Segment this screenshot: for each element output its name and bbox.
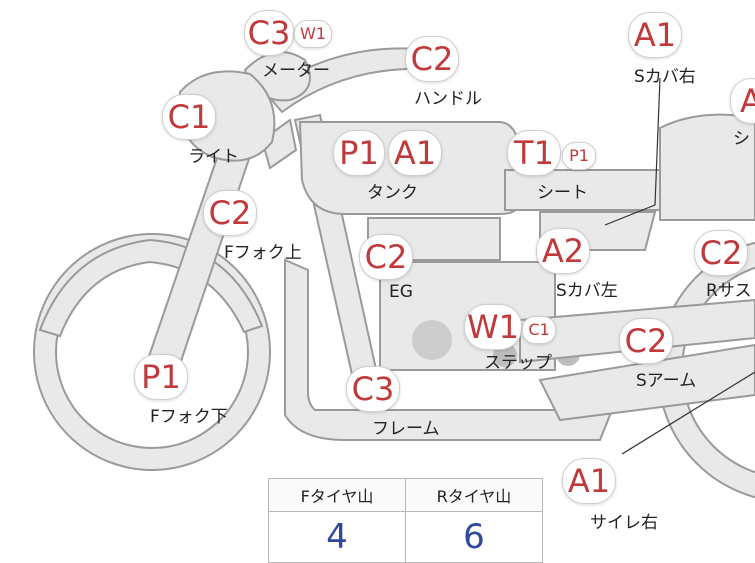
meter-label: メーター [262,61,330,81]
tank-code-1-badge: P1 [333,130,385,176]
s-cover-right-label: Sカバ右 [634,67,696,87]
s-arm-label: Sアーム [636,371,697,391]
step-sub-badge: C1 [522,316,556,344]
s-cover-left-label: Sカバ左 [556,281,618,301]
f-fork-upper-code-badge: C2 [203,190,257,236]
seat-sub-badge: P1 [562,142,596,170]
seat-code-badge: T1 [507,130,561,176]
light-label: ライト [188,147,239,167]
frame-label: フレーム [372,419,440,439]
silencer-right-code-badge: A1 [562,458,616,504]
engine-cover-circle [412,320,452,360]
r-sus-label: Rサス [706,281,752,301]
meter-code-badge: C3 [244,10,294,56]
step-code-badge: W1 [464,304,522,350]
s-cover-right-code-badge: A1 [628,12,682,58]
meter-sub-badge: W1 [294,20,332,48]
rear-tire-header: Rタイヤ山 [405,478,543,512]
frame-lower [284,258,614,441]
seat-right-partial-label: シ [733,129,750,149]
light-code-badge: C1 [162,94,216,140]
f-fork-upper-label: Fフォク上 [224,243,302,263]
s-cover-left-code-badge: A2 [536,228,590,274]
silencer-right-label: サイレ右 [590,513,658,533]
seat-label: シート [537,183,588,203]
leader-line-s-cover-right [604,77,661,226]
handle-label: ハンドル [414,89,482,109]
step-label: ステップ [484,353,552,373]
s-arm-code-badge: C2 [619,318,673,364]
rear-tire-value: 6 [405,511,543,563]
frame-code-badge: C3 [346,366,400,412]
engine-label: EG [389,282,413,302]
fork-bracket [260,118,298,170]
tire-tread-value-row: 4 6 [268,511,543,563]
leader-line-silencer [621,371,755,455]
engine-code-badge: C2 [359,234,413,280]
r-sus-code-badge: C2 [694,230,748,276]
tank-label: タンク [367,183,418,203]
tail-cowl [659,113,755,221]
tire-tread-table: Fタイヤ山 Rタイヤ山 4 6 [268,478,543,563]
f-fork-lower-label: Fフォク下 [150,407,228,427]
tank-code-2-badge: A1 [388,130,442,176]
f-fork-lower-code-badge: P1 [134,354,188,400]
front-tire-value: 4 [268,511,406,563]
headlight [178,70,276,162]
handle-code-badge: C2 [405,36,459,82]
silencer [538,343,755,422]
front-tire-header: Fタイヤ山 [268,478,406,512]
tire-tread-header-row: Fタイヤ山 Rタイヤ山 [268,478,543,512]
